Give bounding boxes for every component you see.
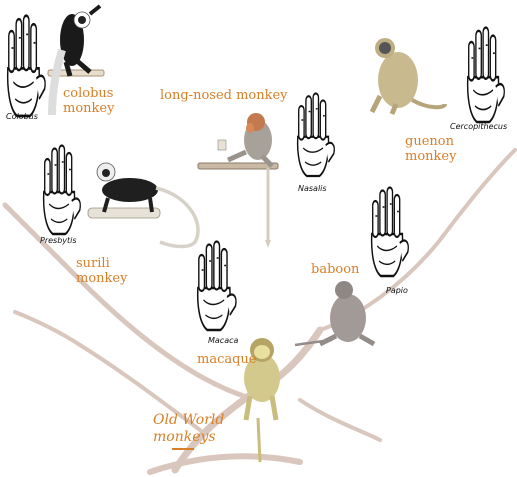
hand-print-icon <box>42 144 82 236</box>
macaque-illustration <box>243 338 280 463</box>
label-surili-line2: monkey <box>76 271 128 286</box>
label-long-nosed: long-nosed monkey <box>160 88 288 103</box>
label-surili-line1: surili <box>76 256 110 271</box>
branch-left-lower <box>13 310 202 432</box>
label-baboon-line1: baboon <box>311 262 360 277</box>
sci-presbytis: Presbytis <box>40 236 77 245</box>
hand-print-icon <box>196 240 238 332</box>
label-colobus-line2: monkey <box>63 101 115 116</box>
sci-nasalis: Nasalis <box>298 184 327 193</box>
guenon-monkey-illustration <box>369 38 447 115</box>
branch-base-right <box>298 398 382 442</box>
diagram-title: Old World monkeys <box>153 412 225 445</box>
title-underline <box>172 448 194 450</box>
sci-cercopithecus: Cercopithecus <box>450 122 508 131</box>
label-guenon-line1: guenon <box>405 134 454 149</box>
proboscis-monkey-illustration <box>197 113 279 248</box>
tree-branches <box>2 148 517 475</box>
hand-print-icon <box>6 14 47 118</box>
hand-print-icon <box>296 92 336 178</box>
sci-papio: Papio <box>386 286 408 295</box>
hand-print-icon <box>370 186 410 278</box>
label-long-nosed-line1: long-nosed monkey <box>160 88 288 103</box>
baboon-illustration <box>294 281 376 347</box>
label-colobus: colobus monkey <box>63 86 114 116</box>
surili-monkey-illustration <box>87 162 200 249</box>
branch-left-main <box>2 202 253 401</box>
label-macaque: macaque <box>197 352 257 367</box>
label-macaque-line1: macaque <box>197 352 257 367</box>
label-baboon: baboon <box>311 262 359 277</box>
sci-colobus: Colobus <box>6 112 38 121</box>
label-surili: surili monkey <box>76 256 127 286</box>
colobus-monkey-illustration <box>47 4 105 116</box>
label-colobus-line1: colobus <box>63 86 114 101</box>
label-guenon: guenon monkey <box>405 134 456 164</box>
sci-macaca: Macaca <box>208 336 239 345</box>
hand-print-icon <box>466 26 506 124</box>
label-guenon-line2: monkey <box>405 149 457 164</box>
branch-base <box>147 453 303 475</box>
